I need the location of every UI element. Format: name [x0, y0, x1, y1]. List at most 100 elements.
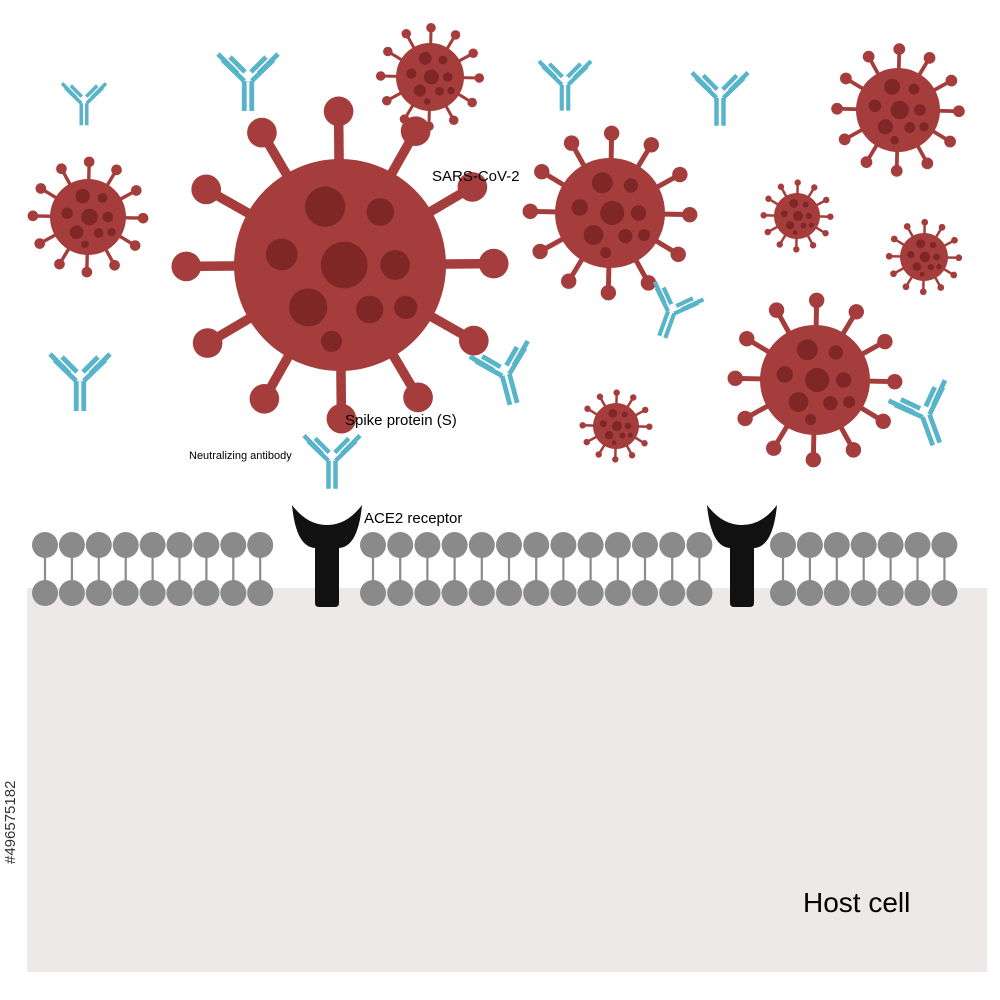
- spike-protein: [534, 163, 550, 180]
- spike-protein: [885, 252, 893, 260]
- virus-layer: [27, 22, 965, 468]
- virus-particle: [375, 22, 485, 132]
- spike-protein: [643, 137, 660, 153]
- spike-protein: [403, 382, 433, 413]
- spike-protein: [83, 156, 95, 168]
- lipid-pair: [139, 532, 166, 606]
- spike-protein: [54, 258, 65, 270]
- spike-protein: [27, 210, 39, 222]
- spike-protein: [838, 133, 851, 146]
- spike-protein: [56, 163, 67, 175]
- spike-protein: [831, 102, 843, 115]
- spike-protein: [760, 212, 767, 219]
- spike-protein: [862, 50, 875, 63]
- spike-protein: [877, 333, 893, 350]
- spike-protein: [890, 235, 898, 243]
- spike-protein: [560, 273, 577, 289]
- lipid-pair: [166, 532, 193, 606]
- lipid-pair: [468, 532, 495, 606]
- spike-protein: [805, 452, 822, 468]
- spike-protein: [823, 196, 830, 204]
- spike-protein: [383, 46, 393, 57]
- cell-membrane: [32, 532, 958, 606]
- spike-protein: [247, 117, 277, 148]
- spike-protein: [457, 172, 488, 202]
- spike-protein: [563, 135, 580, 151]
- spike-protein: [953, 105, 965, 118]
- spike-protein: [764, 228, 771, 236]
- spike-protein: [890, 165, 903, 177]
- spike-protein: [628, 452, 636, 459]
- spike-protein: [35, 183, 47, 194]
- spike-protein: [584, 405, 591, 412]
- spike-protein: [646, 423, 653, 430]
- lipid-pair: [387, 532, 414, 606]
- spike-protein: [613, 389, 620, 396]
- spike-protein: [950, 271, 958, 279]
- lipid-pair: [659, 532, 686, 606]
- spike-protein: [903, 223, 911, 230]
- spike-protein: [944, 135, 956, 148]
- virus-particle: [171, 96, 509, 434]
- lipid-pair: [904, 532, 931, 606]
- spike-protein: [137, 212, 149, 224]
- spike-protein: [808, 292, 825, 308]
- virus-particle: [760, 179, 834, 253]
- lipid-pair: [850, 532, 877, 606]
- lipid-pair: [823, 532, 850, 606]
- host-cell-label: Host cell: [803, 887, 911, 918]
- spike-protein: [323, 96, 354, 127]
- spike-protein: [467, 97, 477, 108]
- virus-particle: [727, 292, 903, 468]
- spike-protein: [468, 48, 478, 59]
- spike-protein: [902, 283, 910, 291]
- y-shaped-antibody-icon: [216, 52, 280, 111]
- lipid-pair: [632, 532, 658, 606]
- y-shaped-antibody-icon: [48, 352, 112, 411]
- spike-protein: [827, 213, 834, 220]
- virus-particle: [831, 43, 965, 177]
- spike-protein: [860, 156, 873, 168]
- spike-protein: [192, 328, 223, 358]
- spike-protein: [522, 203, 538, 220]
- spike-protein: [765, 440, 782, 456]
- y-shaped-antibody-icon: [468, 339, 530, 406]
- spike-protein: [887, 373, 903, 390]
- spike-protein: [845, 442, 862, 458]
- spike-protein: [848, 304, 865, 320]
- spike-protein: [809, 242, 817, 249]
- lipid-pair: [523, 532, 550, 606]
- lipid-pair: [550, 532, 577, 606]
- spike-protein: [596, 393, 604, 400]
- spike-protein: [890, 270, 897, 278]
- y-shaped-antibody-icon: [302, 434, 362, 489]
- virus-particle: [579, 389, 653, 463]
- spike-protein: [794, 179, 801, 186]
- spike-protein: [737, 410, 753, 427]
- spike-protein: [642, 406, 649, 414]
- lipid-pair: [770, 532, 796, 606]
- antibody-label: Neutralizing antibody: [189, 450, 292, 462]
- spike-protein: [919, 288, 927, 296]
- lipid-pair: [796, 532, 823, 606]
- spike-protein: [109, 259, 120, 271]
- virus-particle: [522, 125, 698, 301]
- spike-protein: [426, 22, 436, 33]
- spike-protein: [478, 248, 509, 279]
- spike-protein: [921, 218, 929, 226]
- receptor-layer: [292, 505, 777, 607]
- spike-protein: [672, 166, 688, 183]
- spike-protein: [793, 246, 800, 253]
- spike-protein: [955, 254, 963, 262]
- spike-protein: [937, 284, 945, 291]
- spike-protein: [811, 184, 818, 191]
- spike-protein: [603, 125, 620, 141]
- lipid-pair: [496, 532, 522, 606]
- spike-protein: [612, 456, 619, 463]
- host-cell-cytoplasm: [27, 588, 987, 972]
- spike-protein: [923, 52, 936, 64]
- virus-label: SARS-CoV-2: [432, 168, 520, 185]
- spike-protein: [34, 238, 46, 249]
